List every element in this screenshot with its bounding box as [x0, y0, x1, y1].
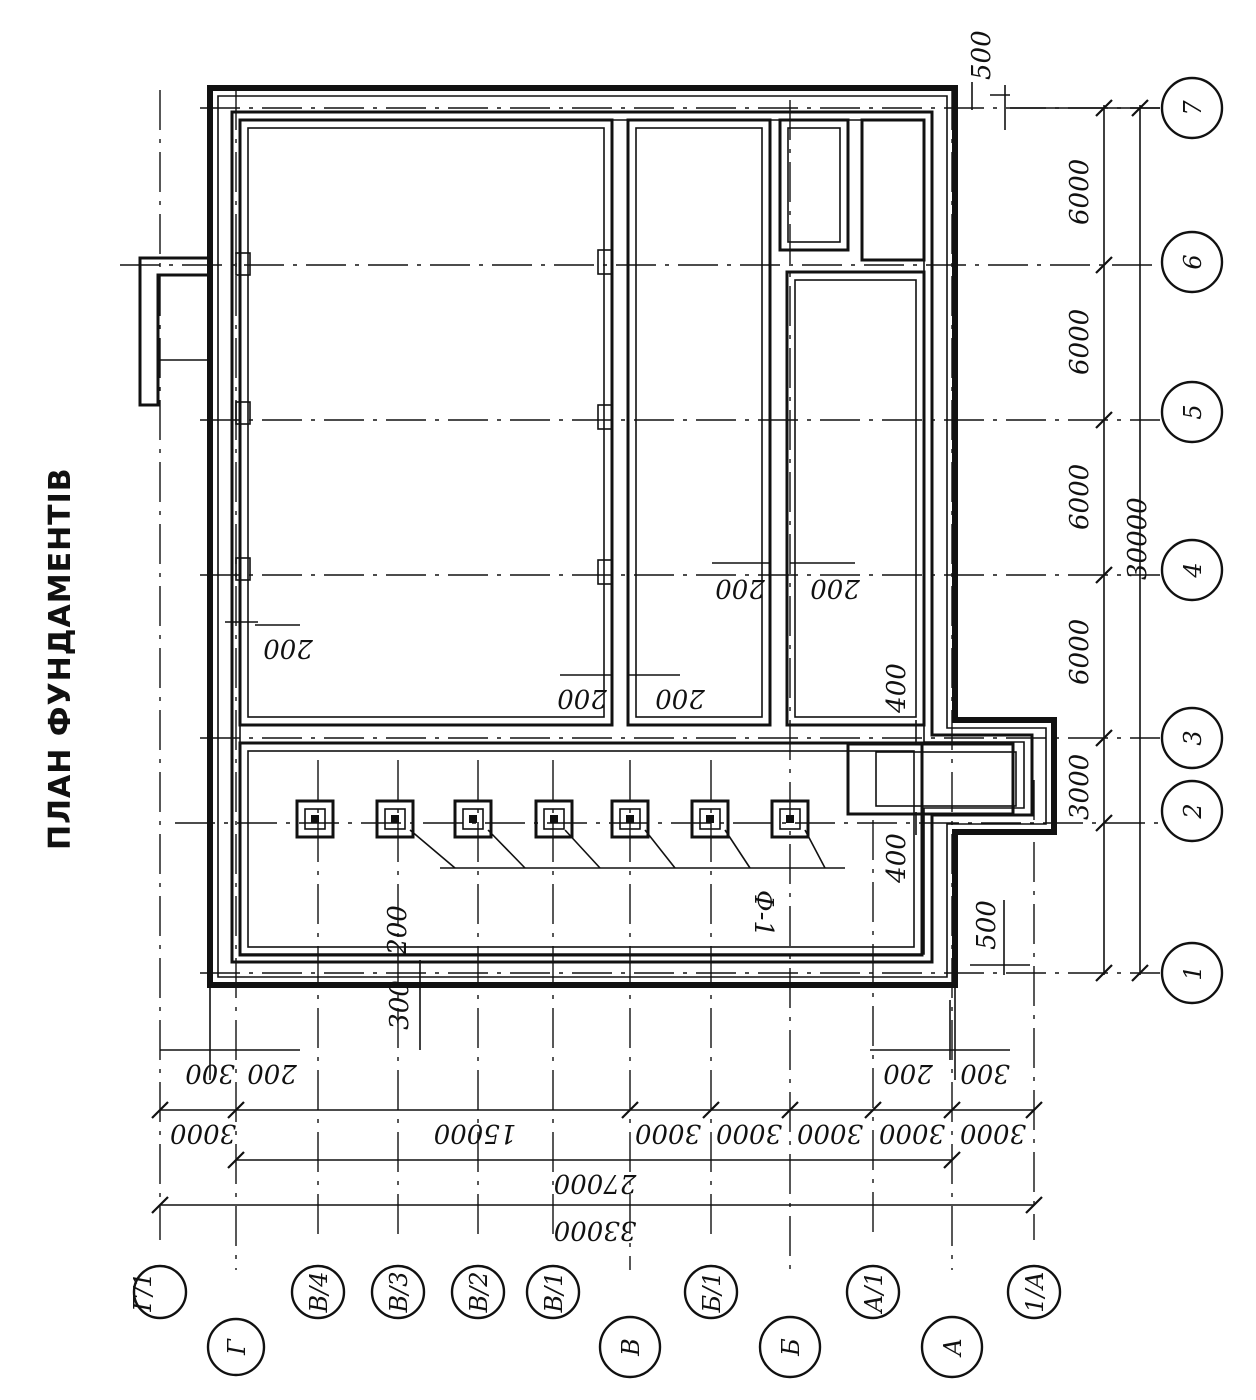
axis-label: 1	[1179, 965, 1207, 980]
axis-label: 6	[1179, 254, 1207, 269]
axis-label: 2	[1179, 803, 1207, 819]
axis-bubble	[525, 1264, 581, 1320]
axis-bubble	[845, 1264, 901, 1320]
column-footing	[295, 799, 335, 839]
dim-offset-200-c: 200	[383, 905, 413, 956]
dim-local-200-c: 200	[655, 683, 706, 713]
column-footing	[375, 799, 415, 839]
dim-right-3000: 3000	[1065, 754, 1095, 820]
axis-label: В/4	[305, 1272, 333, 1314]
column-footing	[690, 799, 730, 839]
axis-label: А/1	[860, 1271, 888, 1315]
column-footing	[534, 799, 574, 839]
column-footings: Ф-1	[295, 799, 845, 937]
axis-label: Б	[777, 1338, 805, 1357]
dim-local-200-a: 200	[263, 633, 314, 663]
dim-top-3000-d: 3000	[797, 1118, 863, 1148]
dim-right-6000-a: 6000	[1065, 619, 1095, 685]
dim-top-33000: 33000	[554, 1215, 637, 1245]
axis-bubble	[683, 1264, 739, 1320]
axis-label: В/1	[540, 1272, 568, 1314]
axis-label: 5	[1179, 404, 1207, 419]
dim-right-total: 30000	[1123, 497, 1153, 580]
axis-bubble	[1160, 779, 1224, 843]
axis-label: Г	[223, 1338, 251, 1356]
dim-offset-300-c: 300	[960, 1058, 1010, 1088]
axis-bubble	[1160, 380, 1224, 444]
axis-bubble	[1160, 230, 1224, 294]
axis-bubble	[1160, 706, 1224, 770]
axis-bubble	[132, 1264, 188, 1320]
dim-top-15000: 15000	[434, 1118, 517, 1148]
axis-label: В	[617, 1338, 645, 1357]
axis-bubbles-letters: Г/1 Г В/4 В/3 В/2 В/1 В Б/1 Б А/1 А 1/А	[129, 1264, 1062, 1379]
dim-right-6000-b: 6000	[1065, 464, 1095, 530]
dim-local-200-d: 200	[715, 573, 766, 603]
axis-bubble	[290, 1264, 346, 1320]
axis-bubbles-numbers: 1 2 3 4 5 6 7	[1160, 76, 1224, 1005]
footing-leaders	[409, 829, 845, 869]
axis-label: В/3	[385, 1272, 413, 1314]
dim-local-200-b: 200	[557, 683, 608, 713]
number-axis-lines	[120, 107, 1160, 974]
dim-local-200-e: 200	[810, 573, 861, 603]
dim-top-3000-a: 3000	[170, 1118, 236, 1148]
axis-label: Б/1	[698, 1272, 726, 1314]
axis-label: Г/1	[129, 1272, 157, 1312]
axis-label: 1/А	[1021, 1271, 1049, 1313]
dim-top-3000-c: 3000	[716, 1118, 782, 1148]
axis-label: 7	[1179, 100, 1207, 116]
dim-top-3000-e: 3000	[879, 1118, 945, 1148]
dim-offset-200-a: 200	[247, 1058, 298, 1088]
dim-right-6000-c: 6000	[1065, 309, 1095, 375]
drawing-title: ПЛАН ФУНДАМЕНТІВ	[43, 467, 78, 850]
axis-bubble	[920, 1315, 984, 1379]
outer-foundation-walls	[207, 85, 1057, 988]
dim-right-6000-d: 6000	[1065, 159, 1095, 225]
axis-label: А	[939, 1338, 967, 1358]
right-dimension-chains	[971, 82, 1160, 982]
footing-label: Ф-1	[748, 890, 778, 937]
axis-bubble	[450, 1264, 506, 1320]
axis-bubble	[370, 1264, 426, 1320]
axis-bubble	[598, 1315, 662, 1379]
dim-top-27000: 27000	[554, 1168, 638, 1198]
dim-right-500: 500	[967, 30, 997, 80]
local-dim-lines	[225, 562, 1030, 975]
axis-bubble	[206, 1317, 266, 1377]
axis-label: В/2	[465, 1272, 493, 1314]
dim-local-400-b: 400	[882, 833, 912, 884]
interior-walls	[235, 118, 1017, 957]
axis-label: 4	[1179, 562, 1207, 578]
column-footing	[610, 799, 650, 839]
axis-bubble	[1006, 1264, 1062, 1320]
dim-top-3000-b: 3000	[635, 1118, 701, 1148]
column-footing	[770, 799, 810, 839]
axis-bubble	[1160, 941, 1224, 1005]
top-dimension-chains	[151, 960, 1043, 1214]
dim-local-500-b: 500	[972, 900, 1002, 950]
dim-top-3000-f: 3000	[960, 1118, 1026, 1148]
porch-foundation	[138, 256, 210, 407]
axis-bubble	[758, 1315, 822, 1379]
dim-offset-200-b: 200	[883, 1058, 934, 1088]
dim-local-400-a: 400	[882, 663, 912, 714]
dim-offset-300-b: 300	[385, 980, 415, 1030]
axis-bubble	[1160, 538, 1224, 602]
axis-label: 3	[1179, 730, 1207, 745]
dim-offset-300-a: 300	[185, 1058, 235, 1088]
column-footing	[453, 799, 493, 839]
axis-bubble	[1160, 76, 1224, 140]
